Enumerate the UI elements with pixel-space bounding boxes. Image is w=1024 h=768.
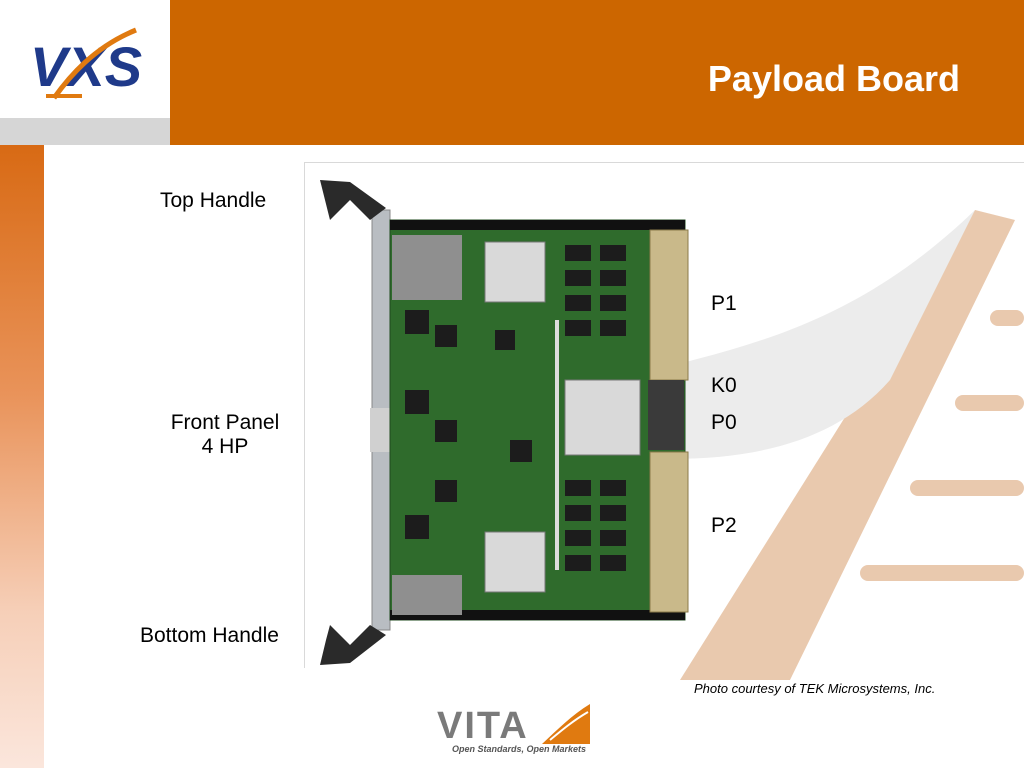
vxs-logo: VXS — [30, 27, 142, 100]
photo-credit: Photo courtesy of TEK Microsystems, Inc. — [694, 681, 936, 696]
label-front-panel: Front Panel 4 HP — [150, 411, 300, 459]
bottom-handle-icon — [320, 625, 386, 665]
vita-tagline: Open Standards, Open Markets — [452, 744, 587, 754]
vxs-logo-text: VXS — [30, 35, 142, 98]
header-bar — [170, 0, 1024, 145]
label-front-panel-line1: Front Panel — [170, 411, 280, 434]
vita-logo-text: VITA — [437, 705, 529, 747]
logo-strip — [0, 118, 170, 145]
page-title: Payload Board — [707, 58, 960, 99]
vita-logo-swoosh — [542, 704, 590, 744]
label-front-panel-hp: 4 HP — [201, 435, 249, 458]
label-top-handle: Top Handle — [160, 189, 267, 212]
label-p1: P1 — [711, 292, 737, 315]
logo-box — [0, 0, 170, 118]
label-p0: P0 — [711, 411, 737, 434]
top-handle-icon — [320, 180, 386, 220]
label-p2: P2 — [711, 514, 737, 537]
left-gradient-band — [0, 145, 44, 768]
label-k0: K0 — [711, 374, 737, 397]
label-bottom-handle: Bottom Handle — [140, 624, 279, 647]
payload-board-image — [320, 180, 689, 665]
board-photo-frame — [304, 162, 1024, 668]
